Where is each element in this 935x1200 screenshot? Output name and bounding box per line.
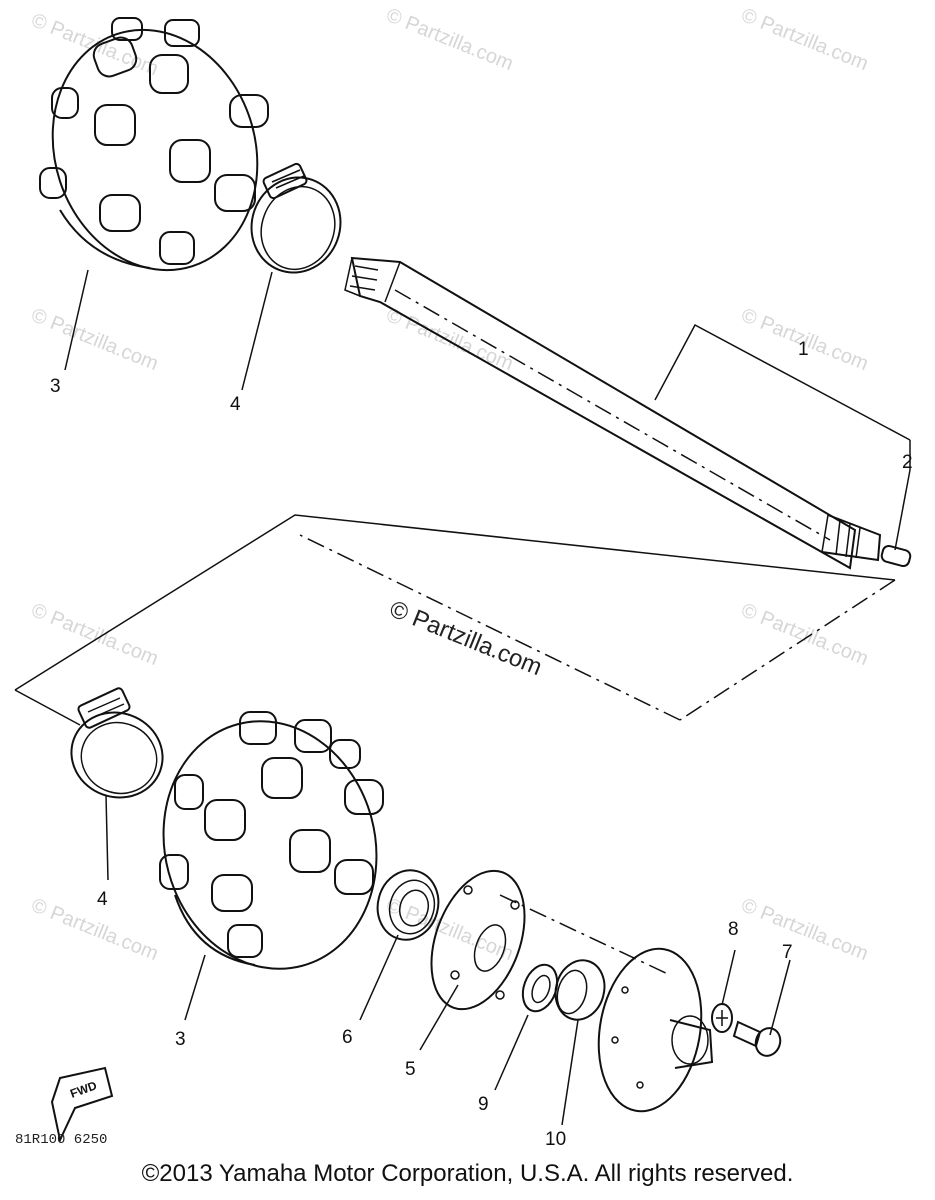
callout-5: 5 — [405, 1059, 416, 1080]
small-washer[interactable] — [711, 1003, 733, 1033]
drawing-code: 81R100 6250 — [15, 1132, 107, 1148]
top-band-clamp[interactable] — [238, 162, 354, 286]
callout-9: 9 — [478, 1094, 489, 1115]
watermark: © Partzilla.com — [28, 304, 161, 375]
bolt[interactable] — [732, 1020, 784, 1059]
callout-3: 3 — [175, 1029, 186, 1050]
drive-shaft[interactable] — [344, 256, 882, 570]
watermark: © Partzilla.com — [738, 4, 871, 75]
callout-10: 10 — [545, 1129, 566, 1150]
watermark: © Partzilla.com — [738, 599, 871, 670]
callouts: 1 2 3 4 4 3 6 5 9 10 8 7 — [50, 339, 913, 1150]
callout-8: 8 — [728, 919, 739, 940]
watermark: © Partzilla.com — [28, 894, 161, 965]
callout-2: 2 — [902, 452, 913, 473]
watermark: © Partzilla.com — [383, 4, 516, 75]
watermark: © Partzilla.com — [28, 599, 161, 670]
top-sprocket[interactable] — [22, 3, 288, 297]
copyright-notice: ©2013 Yamaha Motor Corporation, U.S.A. A… — [141, 1160, 794, 1187]
bearing-housing[interactable] — [414, 858, 542, 1022]
watermark: © Partzilla.com — [738, 894, 871, 965]
bearing[interactable] — [370, 863, 446, 946]
watermark-layer: © Partzilla.com © Partzilla.com © Partzi… — [28, 4, 871, 965]
leader-lines — [14, 269, 911, 1126]
callout-6: 6 — [342, 1027, 353, 1048]
fwd-label: FWD — [68, 1078, 99, 1101]
bottom-sprocket[interactable] — [136, 697, 404, 993]
center-watermark: © Partzilla.com — [386, 596, 546, 682]
callout-4: 4 — [230, 394, 241, 415]
callout-4: 4 — [97, 889, 108, 910]
callout-3: 3 — [50, 376, 61, 397]
watermark: © Partzilla.com — [383, 894, 516, 965]
hub-flange[interactable] — [587, 941, 714, 1120]
fwd-arrow: FWD — [50, 1066, 114, 1144]
bottom-band-clamp[interactable] — [59, 687, 174, 810]
callout-7: 7 — [782, 942, 793, 963]
collar[interactable] — [549, 955, 611, 1025]
callout-1: 1 — [798, 339, 809, 360]
shaft-pin[interactable] — [880, 544, 912, 568]
